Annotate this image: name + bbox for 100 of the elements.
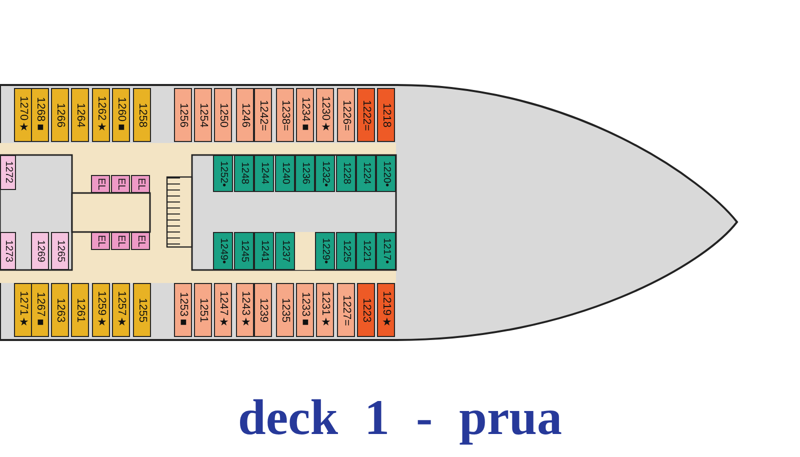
cabin-number: 1245 bbox=[239, 240, 249, 262]
deck-title: deck 1 - prua bbox=[237, 388, 563, 446]
cabin-number: 1238= bbox=[280, 100, 290, 130]
cabin-number: 1243★ bbox=[240, 291, 250, 329]
cabin-number: 1227= bbox=[340, 294, 352, 326]
cabin-number: 1264 bbox=[74, 102, 86, 128]
cabin-number: 1225 bbox=[341, 240, 351, 262]
cabin-number: 1260■ bbox=[116, 96, 126, 134]
cabin-number: 1234■ bbox=[300, 96, 310, 134]
cabin-cell bbox=[316, 88, 334, 142]
cabin-cell bbox=[14, 283, 32, 337]
cabin-number: 1250 bbox=[218, 102, 228, 128]
cabin-number: 1249• bbox=[218, 238, 228, 264]
cabin-cell bbox=[234, 232, 254, 270]
elevator-cell bbox=[91, 232, 110, 250]
cabin-cell bbox=[112, 88, 130, 142]
cabin-cell bbox=[316, 283, 334, 337]
cabin-cell bbox=[377, 283, 395, 337]
cabin-number: 1259★ bbox=[96, 291, 106, 329]
cabin-number: 1230★ bbox=[320, 96, 330, 134]
elevator-cell bbox=[131, 232, 150, 250]
cabin-number: 1231★ bbox=[320, 291, 330, 329]
cabin-cell bbox=[0, 155, 16, 190]
cabin-number: 1272 bbox=[3, 161, 13, 184]
cabin-number: 1255 bbox=[136, 298, 148, 322]
elevator-label: EL bbox=[96, 178, 106, 190]
cabin-cell bbox=[296, 283, 314, 337]
cabin-cell bbox=[234, 155, 254, 192]
elevator-cell bbox=[111, 175, 130, 193]
cabin-cell bbox=[356, 155, 376, 192]
cabin-number: 1253■ bbox=[178, 292, 188, 328]
cabin-cell bbox=[92, 88, 110, 142]
cabin-cell bbox=[194, 88, 212, 142]
cabin-number: 1271★ bbox=[18, 291, 28, 329]
cabin-cell bbox=[315, 155, 335, 192]
cabin-number: 1242= bbox=[258, 100, 268, 130]
cabin-cell bbox=[71, 283, 89, 337]
cabin-number: 1247★ bbox=[218, 291, 228, 329]
cabin-cell bbox=[376, 232, 396, 270]
cabin-cell bbox=[14, 88, 32, 142]
cabin-cell bbox=[296, 88, 314, 142]
elevator-label: EL bbox=[116, 178, 126, 190]
cabin-number: 1217• bbox=[381, 238, 391, 264]
cabin-cell bbox=[133, 283, 151, 337]
cabin-number: 1252• bbox=[218, 160, 228, 186]
cabin-cell bbox=[275, 232, 295, 270]
cabin-number: 1218 bbox=[380, 102, 392, 128]
elevator-label: EL bbox=[116, 234, 126, 248]
elevator-cell bbox=[131, 175, 150, 193]
cabin-number: 1265 bbox=[55, 240, 65, 262]
cabin-cell bbox=[236, 88, 254, 142]
cabin-cell bbox=[51, 283, 69, 337]
cabin-number: 1266 bbox=[54, 102, 66, 128]
cabin-number: 1268■ bbox=[34, 96, 46, 134]
cabin-cell bbox=[71, 88, 89, 142]
cabin-cell bbox=[337, 283, 355, 337]
cabin-number: 1235 bbox=[280, 298, 290, 322]
cabin-cell bbox=[275, 155, 295, 192]
cabin-number: 1261 bbox=[74, 298, 86, 322]
elevator-label: EL bbox=[136, 234, 146, 248]
elevator-cell bbox=[91, 175, 110, 193]
cabin-number: 1219★ bbox=[380, 291, 392, 329]
cabin-number: 1223 bbox=[360, 298, 372, 322]
cabin-cell bbox=[31, 283, 49, 337]
cabin-cell bbox=[51, 88, 69, 142]
cabin-number: 1254 bbox=[198, 102, 208, 128]
elevator-label: EL bbox=[96, 234, 106, 248]
elevator-cell bbox=[111, 232, 130, 250]
cabin-cell bbox=[174, 283, 192, 337]
cabin-number: 1224 bbox=[361, 162, 371, 185]
cabin-number: 1256 bbox=[178, 102, 188, 128]
cabin-number: 1269 bbox=[35, 240, 45, 262]
cabin-cell bbox=[357, 88, 375, 142]
cabin-cell bbox=[295, 155, 315, 192]
cabin-number: 1270★ bbox=[18, 96, 28, 134]
cabin-cell bbox=[336, 155, 356, 192]
cabin-cell bbox=[236, 283, 254, 337]
cabin-cell bbox=[214, 283, 232, 337]
cabin-number: 1251 bbox=[198, 298, 208, 322]
cabin-cell bbox=[174, 88, 192, 142]
cabin-number: 1229• bbox=[320, 238, 330, 264]
cabin-cell bbox=[112, 283, 130, 337]
cabin-cell bbox=[0, 232, 16, 270]
cabin-cell bbox=[254, 283, 272, 337]
cabin-cell bbox=[276, 88, 294, 142]
cabin-cell bbox=[31, 88, 49, 142]
cabin-number: 1240 bbox=[280, 162, 290, 185]
cabin-cell bbox=[133, 88, 151, 142]
cabin-number: 1258 bbox=[136, 102, 148, 128]
cabin-cell bbox=[31, 232, 49, 270]
cabin-cell bbox=[356, 232, 376, 270]
cabin-cell bbox=[51, 232, 69, 270]
cabin-cell bbox=[377, 88, 395, 142]
cabin-number: 1273 bbox=[3, 240, 13, 262]
cabin-number: 1222= bbox=[360, 100, 372, 130]
cabin-number: 1241 bbox=[259, 240, 269, 262]
cabin-cell bbox=[194, 283, 212, 337]
cabin-cell bbox=[276, 283, 294, 337]
cabin-number: 1236 bbox=[300, 162, 310, 185]
cabin-number: 1257★ bbox=[116, 291, 126, 329]
